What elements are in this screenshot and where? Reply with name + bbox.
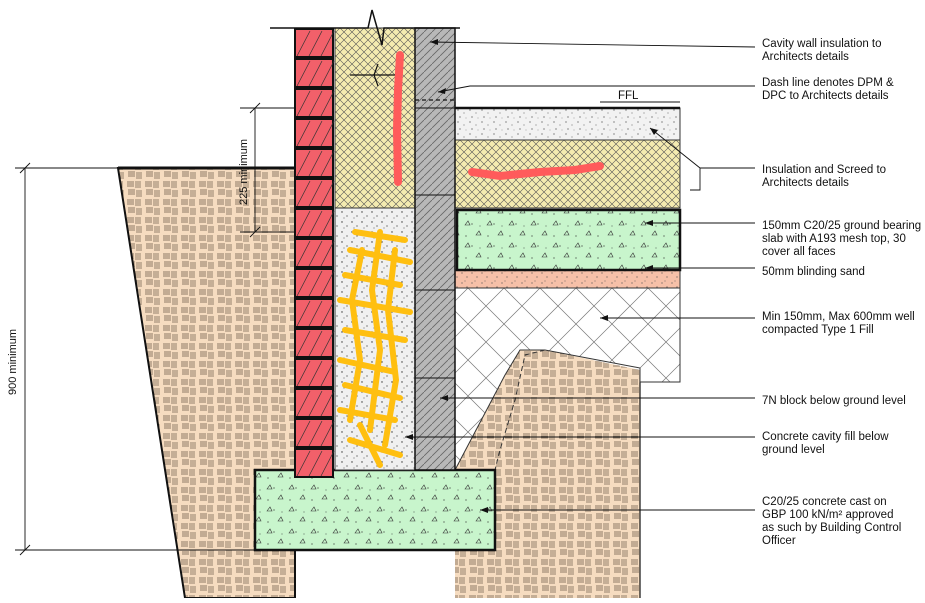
yellow-markup <box>337 229 413 468</box>
blinding-sand <box>454 269 681 289</box>
dimension-900 <box>15 162 255 556</box>
brick <box>294 328 334 358</box>
brick <box>294 268 334 298</box>
brick <box>294 28 334 58</box>
wall-tie <box>350 63 400 87</box>
dimension-225 <box>240 102 295 238</box>
block-joints <box>415 107 455 379</box>
foundation-concrete <box>253 468 497 552</box>
label-block: 7N block below ground level <box>762 395 906 407</box>
brick <box>294 298 334 328</box>
type1-fill <box>454 287 681 471</box>
brick <box>294 388 334 418</box>
brick <box>294 148 334 178</box>
brick <box>294 358 334 388</box>
trench-edge <box>494 349 546 471</box>
leader-arrows <box>405 39 658 513</box>
label-blinding: 50mm blinding sand <box>762 266 865 278</box>
leader-lines <box>405 41 756 511</box>
block-leaf <box>414 27 456 471</box>
ffl-label: FFL <box>618 90 639 102</box>
screed <box>454 107 681 141</box>
brick <box>294 448 334 478</box>
brick <box>294 238 334 268</box>
brick <box>294 58 334 88</box>
brick <box>294 178 334 208</box>
brick <box>294 118 334 148</box>
brick <box>294 88 334 118</box>
dpc-line <box>415 99 456 108</box>
red-markup-floor <box>468 162 604 181</box>
label-dpm: Dash line denotes DPM &DPC to Architects… <box>762 77 894 102</box>
dimension-900-label: 900 minimum <box>7 329 19 395</box>
brick-leaf <box>294 28 335 478</box>
dimension-225-label: 225 minimum <box>238 139 250 205</box>
soil-right <box>455 300 640 598</box>
brick <box>294 208 334 238</box>
red-markup-wall <box>392 51 404 186</box>
break-line <box>270 9 460 46</box>
brick <box>294 418 334 448</box>
ground-slab <box>455 208 682 272</box>
